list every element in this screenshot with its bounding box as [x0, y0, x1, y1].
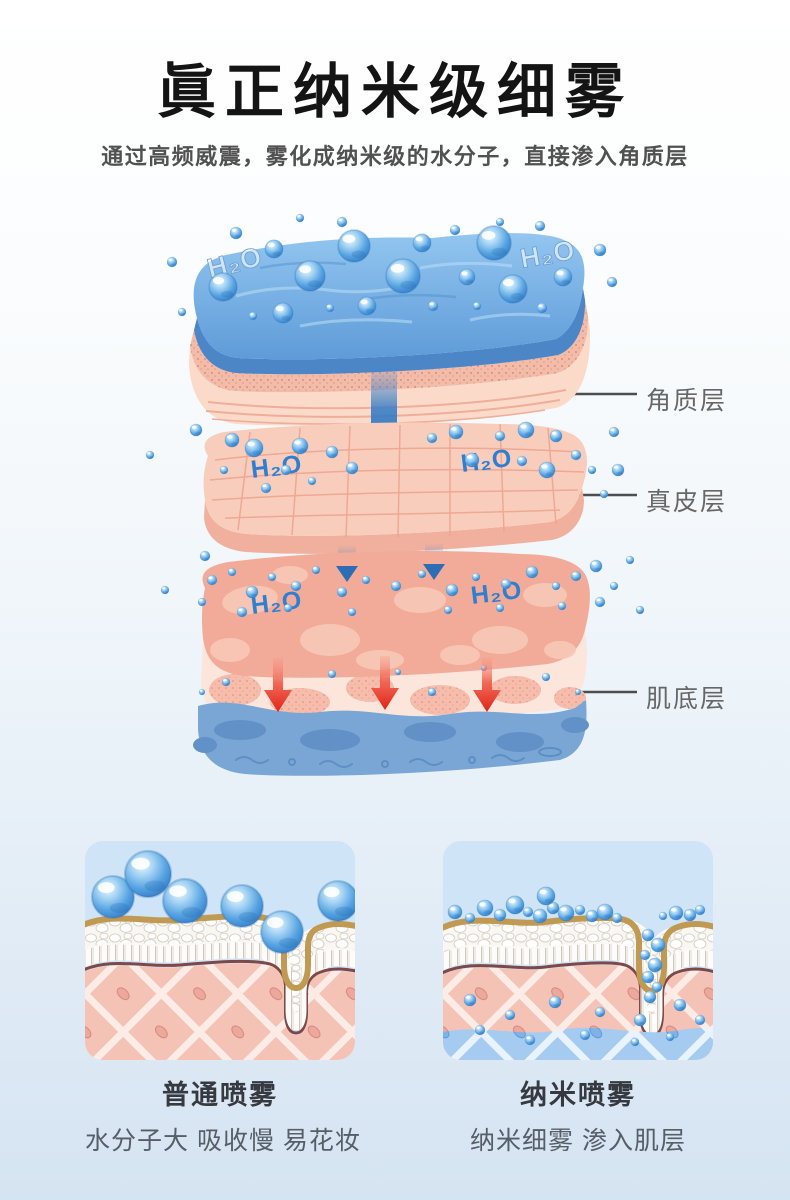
caption-desc-normal: 水分子大 吸收慢 易花妆 [85, 1127, 361, 1155]
skin-layers-illustration: H₂O H₂O [145, 213, 645, 776]
comparison-panels [85, 841, 713, 1060]
panel-normal-spray [85, 841, 355, 1060]
top-face-blobs [210, 566, 576, 670]
skin-surface-line [443, 914, 713, 995]
blue-band-blobs [193, 717, 589, 753]
hydrated-zone [443, 1026, 713, 1060]
label-dermis: 真皮层 [646, 488, 728, 516]
layer-dermis: H₂O H₂O [145, 421, 625, 554]
h2o-text: H₂O [469, 576, 524, 610]
caption-desc-nano: 纳米细雾 渗入肌层 [470, 1127, 686, 1155]
caption-normal-spray: 普通喷雾 水分子大 吸收慢 易花妆 [85, 1073, 361, 1157]
blue-band-squiggles [235, 747, 562, 768]
page-subtitle: 通过高频威震，雾化成纳米级的水分子，直接渗入角质层 [101, 144, 689, 169]
water-ripples [235, 261, 551, 328]
caption-title-nano: 纳米喷雾 [520, 1080, 636, 1110]
h2o-text: H₂O [249, 586, 304, 620]
caption-title-normal: 普通喷雾 [162, 1080, 278, 1110]
caption-nano-spray: 纳米喷雾 纳米细雾 渗入肌层 [443, 1073, 713, 1157]
label-skin-base: 肌底层 [646, 685, 728, 713]
layer-skin-base: H₂O H₂O [160, 550, 645, 776]
page-title: 眞正纳米级细雾 [156, 59, 633, 125]
label-stratum-corneum: 角质层 [646, 387, 728, 415]
panel-nano-spray [443, 841, 713, 1060]
